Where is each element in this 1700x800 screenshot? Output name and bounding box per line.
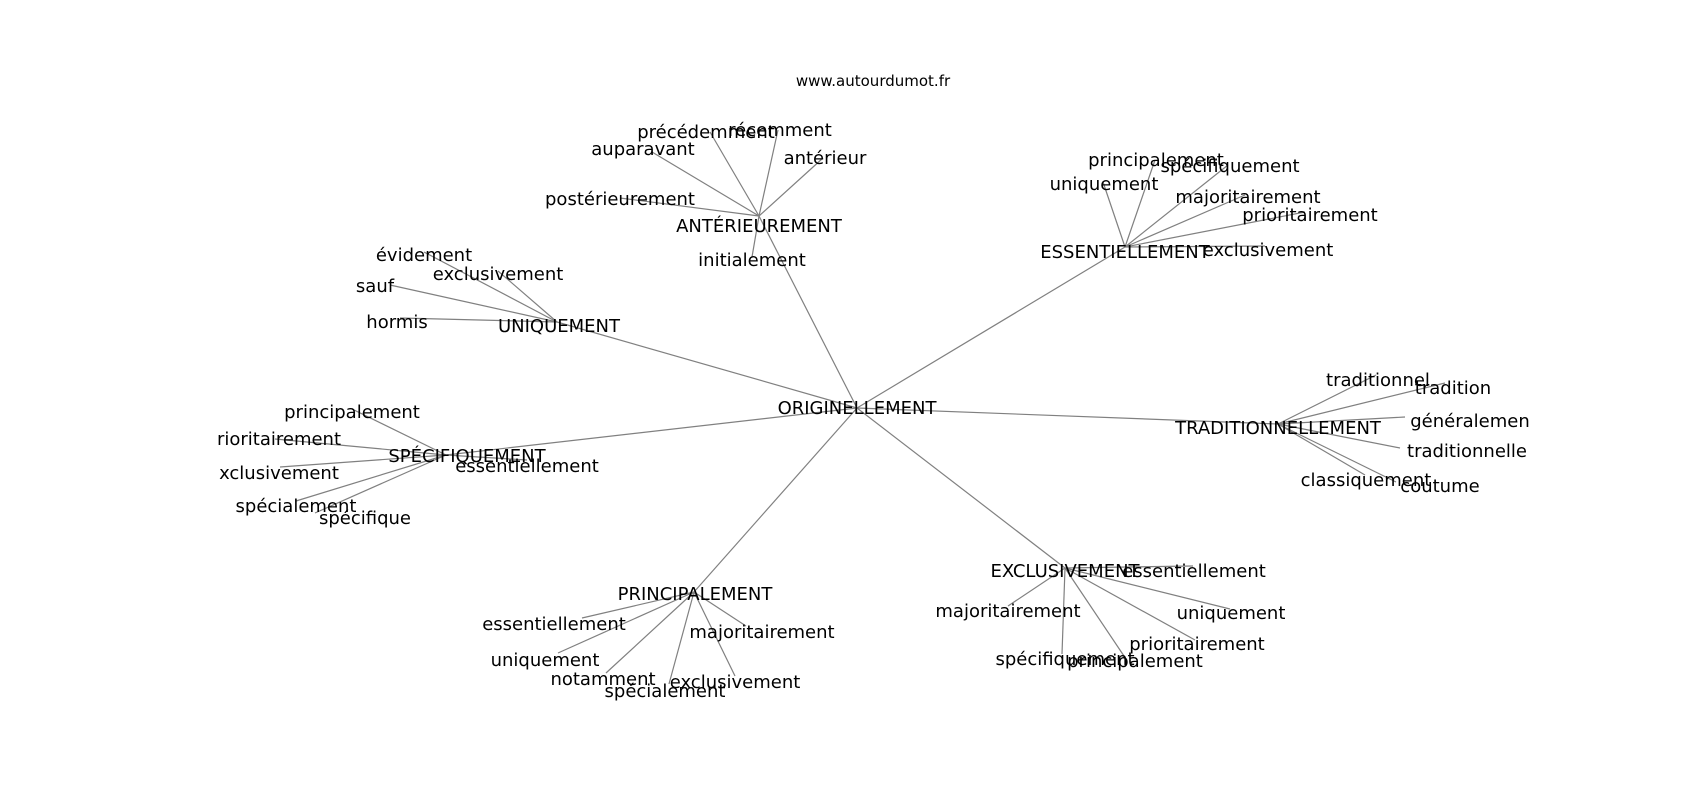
leaf-node-label: xclusivement xyxy=(219,463,339,484)
edge-principalement-leaf xyxy=(581,591,695,619)
edge-exclusivement-leaf xyxy=(1007,567,1066,607)
edge-traditionnellement-leaf xyxy=(1277,416,1406,425)
edge-traditionnellement-leaf xyxy=(1277,423,1397,483)
leaf-node-label: récemment xyxy=(728,120,832,141)
edge-specifiquement-leaf xyxy=(351,408,447,456)
leaf-node-label: majoritairement xyxy=(689,622,834,643)
edge-traditionnellement-leaf xyxy=(1277,374,1377,425)
edge-essentiellement-leaf xyxy=(1124,159,1156,248)
edge-center-principalement xyxy=(693,407,858,593)
edge-traditionnellement-leaf xyxy=(1277,423,1401,449)
leaf-node-label: exclusivement xyxy=(670,672,801,693)
leaf-node-label: classiquement xyxy=(1301,470,1432,491)
leaf-node-label: évidement xyxy=(376,245,472,266)
edge-specifiquement-leaf xyxy=(314,454,447,514)
edge-exclusivement-leaf xyxy=(1064,565,1194,569)
edge-center-traditionnellement xyxy=(856,407,1279,425)
leaf-node-label: postérieurement xyxy=(545,189,695,210)
edge-center-uniquement xyxy=(556,321,858,409)
leaf-node-label: précédemment xyxy=(637,122,775,143)
edge-uniquement-leaf xyxy=(423,251,558,323)
hub-node-label-exclusivement: EXCLUSIVEMENT xyxy=(990,561,1140,582)
edge-anterieurement-leaf xyxy=(709,131,760,217)
edge-uniquement-leaf xyxy=(389,284,558,323)
edge-center-anterieurement xyxy=(758,215,858,409)
edge-anterieurement-leaf xyxy=(758,157,824,217)
leaf-node-label: prioritairement xyxy=(1242,205,1377,226)
leaf-node-label: auparavant xyxy=(591,139,694,160)
leaf-node-label: prioritairement xyxy=(1129,634,1264,655)
hub-node-label-essentiellement: ESSENTIELLEMENT xyxy=(1040,242,1211,263)
edge-center-specifiquement xyxy=(445,407,858,456)
center-node-label: ORIGINELLEMENT xyxy=(778,398,938,419)
leaf-node-label: spécifiquement xyxy=(1160,156,1299,177)
leaf-node-label: généralemen xyxy=(1410,411,1530,432)
leaf-node-label: principalement xyxy=(284,402,420,423)
edge-exclusivement-leaf xyxy=(1064,567,1125,657)
leaf-node-label: rioritairement xyxy=(217,429,341,450)
edge-anterieurement-leaf xyxy=(651,151,760,217)
edge-essentiellement-leaf xyxy=(1124,245,1266,248)
edge-center-essentiellement xyxy=(856,246,1126,409)
label-layer: www.autourdumot.fr ORIGINELLEMENT ANTÉRIE… xyxy=(217,72,1530,702)
leaf-node-label: principalement xyxy=(1088,150,1224,171)
edge-essentiellement-leaf xyxy=(1124,211,1306,248)
edge-anterieurement-leaf xyxy=(619,197,760,217)
edge-essentiellement-leaf xyxy=(1124,164,1229,248)
edge-essentiellement-leaf xyxy=(1102,181,1126,248)
leaf-node-label: spécifique xyxy=(319,508,411,529)
hub-node-label-principalement: PRINCIPALEMENT xyxy=(618,584,774,605)
leaf-node-label: essentiellement xyxy=(455,456,599,477)
leaf-node-label: exclusivement xyxy=(433,264,564,285)
hub-node-label-specifiquement: SPÉCIFIQUEMENT xyxy=(388,445,546,467)
leaf-node-label: hormis xyxy=(366,312,427,333)
edge-principalement-leaf xyxy=(693,591,736,677)
edge-essentiellement-leaf xyxy=(1124,194,1246,248)
edge-traditionnellement-leaf xyxy=(1277,423,1366,476)
edge-anterieurement-leaf xyxy=(758,129,779,217)
hub-node-label-anterieurement: ANTÉRIEUREMENT xyxy=(676,215,843,237)
leaf-node-label: spécialement xyxy=(605,681,726,702)
leaf-node-label: traditionnelle xyxy=(1407,441,1527,462)
edge-exclusivement-leaf xyxy=(1064,567,1231,610)
leaf-node-label: tradition xyxy=(1415,378,1491,399)
leaf-node-label: notamment xyxy=(550,669,655,690)
edge-uniquement-leaf xyxy=(399,317,558,323)
edge-layer xyxy=(274,129,1446,685)
leaf-node-label: antérieur xyxy=(784,148,867,169)
edge-principalement-leaf xyxy=(605,591,695,674)
leaf-node-label: coutume xyxy=(1400,476,1479,497)
leaf-node-label: spécifiquement xyxy=(995,649,1134,670)
hub-node-label-uniquement: UNIQUEMENT xyxy=(498,316,621,337)
edge-specifiquement-leaf xyxy=(445,454,528,461)
edge-anterieurement-leaf xyxy=(751,215,760,258)
edge-exclusivement-leaf xyxy=(1061,567,1066,655)
leaf-node-label: essentiellement xyxy=(1122,561,1266,582)
leaf-node-label: exclusivement xyxy=(1203,240,1334,261)
edge-specifiquement-leaf xyxy=(295,454,447,502)
leaf-node-label: majoritairement xyxy=(935,601,1080,622)
leaf-node-label: principalement xyxy=(1067,651,1203,672)
edge-uniquement-leaf xyxy=(497,270,558,323)
edge-principalement-leaf xyxy=(668,591,695,685)
leaf-node-label: majoritairement xyxy=(1175,187,1320,208)
edge-principalement-leaf xyxy=(557,591,695,654)
hub-node-label-traditionnellement: TRADITIONNELLEMENT xyxy=(1174,418,1382,439)
leaf-node-label: uniquement xyxy=(491,650,600,671)
leaf-node-label: essentiellement xyxy=(482,614,626,635)
leaf-node-label: uniquement xyxy=(1050,174,1159,195)
edge-traditionnellement-leaf xyxy=(1277,382,1446,425)
source-watermark: www.autourdumot.fr xyxy=(796,72,951,90)
edge-principalement-leaf xyxy=(693,591,747,627)
edge-specifiquement-leaf xyxy=(274,438,447,456)
leaf-node-label: spécialement xyxy=(236,496,357,517)
edge-specifiquement-leaf xyxy=(279,454,447,468)
leaf-node-label: uniquement xyxy=(1177,603,1286,624)
leaf-node-label: initialement xyxy=(698,250,806,271)
leaf-node-label: sauf xyxy=(356,276,395,297)
edge-center-exclusivement xyxy=(856,407,1066,569)
leaf-node-label: traditionnel xyxy=(1326,370,1430,391)
edge-exclusivement-leaf xyxy=(1064,567,1196,641)
